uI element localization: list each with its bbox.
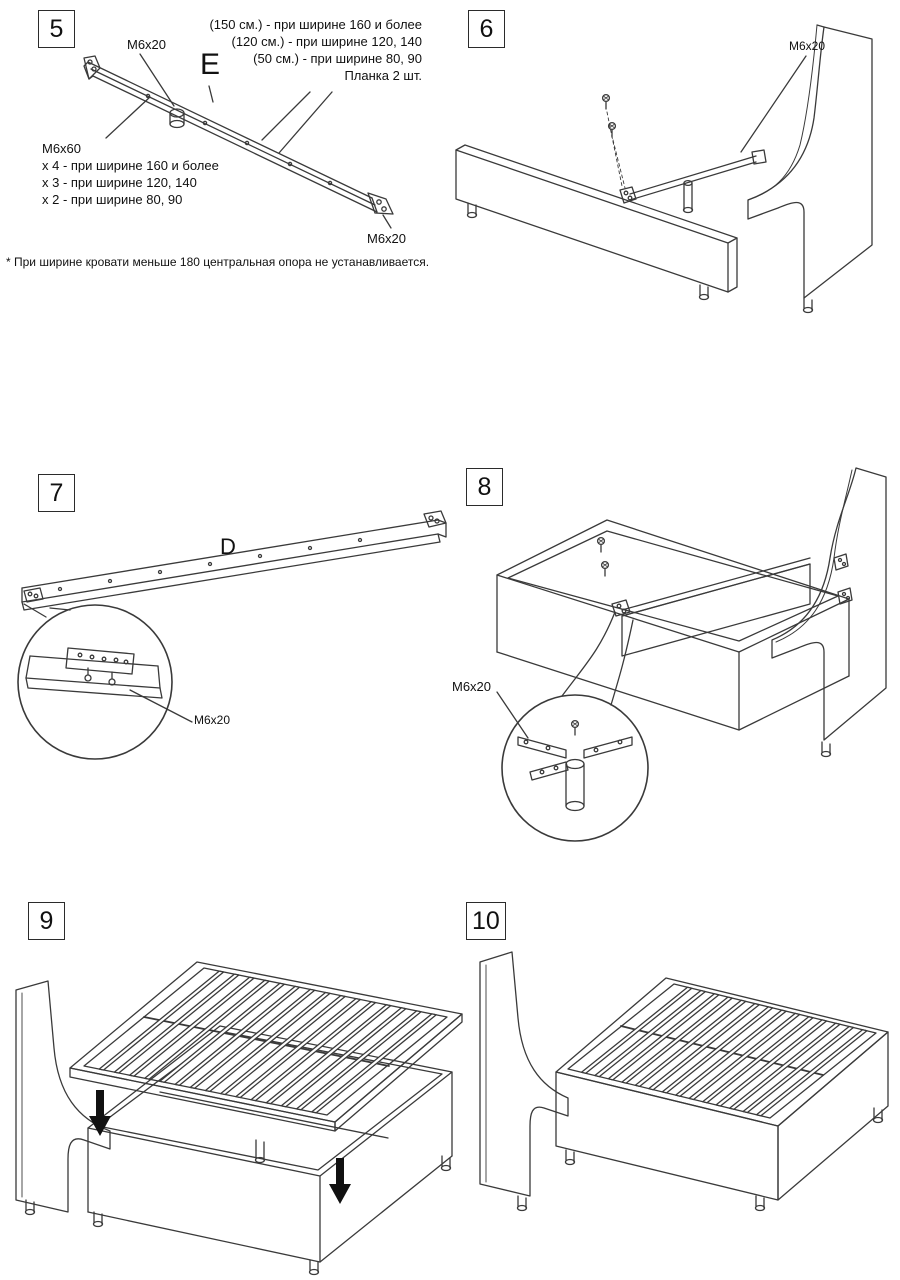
box-rim-inner — [507, 530, 839, 642]
bolt-qty-line: х 3 - при ширине 120, 140 — [42, 175, 197, 190]
plank-end-bracket-left — [83, 55, 101, 80]
center-rail-leg — [683, 182, 693, 211]
step-8-number: 8 — [466, 468, 503, 506]
leader-bolt-left — [105, 96, 151, 139]
step-10-number: 10 — [466, 902, 506, 940]
leader-bolt-top — [139, 53, 175, 107]
part-label-e: E — [200, 48, 221, 81]
step-7-number: 7 — [38, 474, 75, 512]
bolt-label-m6x20-top: M6x20 — [127, 37, 167, 52]
leader-part-e — [208, 85, 214, 103]
leader-bolt — [740, 55, 807, 153]
step-5-number: 5 — [38, 10, 75, 48]
down-arrow-icon — [329, 1158, 351, 1204]
bolt-label-m6x60: M6x60 — [42, 141, 82, 156]
headboard — [747, 26, 873, 299]
slats — [98, 970, 437, 1114]
corner-bracket-detail — [65, 647, 135, 675]
screw-icon — [570, 719, 580, 736]
support-arm — [583, 736, 633, 759]
center-rail-bracket — [619, 186, 637, 204]
step5-plank-drawing — [83, 53, 394, 229]
step-9-number: 9 — [28, 902, 65, 940]
leader-bolt-bottom — [382, 214, 392, 229]
bolt-label-m6x20: M6x20 — [194, 713, 231, 727]
leader-bolt — [496, 691, 529, 739]
bolt-qty-line: х 4 - при ширине 160 и более — [42, 158, 219, 173]
footnote: * При ширине кровати меньше 180 централь… — [6, 255, 430, 269]
bolt-qty-line: х 2 - при ширине 80, 90 — [42, 192, 183, 207]
bolt-qty-notes: M6x60 х 4 - при ширине 160 и более х 3 -… — [42, 140, 219, 208]
plank-end-bracket-right — [367, 192, 394, 215]
headboard — [15, 980, 111, 1213]
step9-drawing — [15, 961, 463, 1276]
support-arm — [517, 736, 567, 759]
headboard — [771, 467, 887, 741]
step8-frame-drawing — [496, 467, 887, 842]
plank-length-notes: (150 см.) - при ширине 160 и более (120 … — [150, 16, 422, 84]
screw-icon — [601, 93, 611, 110]
step6-frame-drawing — [455, 24, 873, 314]
part-label-d: D — [220, 534, 236, 559]
plank-note-line: Планка 2 шт. — [344, 68, 422, 83]
headboard — [479, 951, 569, 1197]
bolt-label-m6x20: M6x20 — [789, 39, 826, 53]
box-rim-outer — [496, 519, 850, 653]
slat-frame-inner — [83, 967, 448, 1116]
leader-bolt — [129, 689, 193, 723]
plank-note-line: (50 см.) - при ширине 80, 90 — [253, 51, 422, 66]
bolt-label-m6x20: M6x20 — [452, 679, 492, 694]
support-leg — [565, 763, 585, 807]
slats — [580, 986, 868, 1117]
detail-callout-circle — [17, 604, 173, 760]
bolt-label-m6x20-bottom: M6x20 — [367, 231, 407, 246]
detail-callout-circle — [501, 694, 649, 842]
box-center-leg — [255, 1139, 265, 1161]
leader-plank-notes — [261, 91, 333, 154]
down-arrow-icon — [89, 1090, 111, 1136]
plank-end-bracket-right — [423, 510, 447, 528]
plank-note-line: (150 см.) - при ширине 160 и более — [209, 17, 422, 32]
step10-drawing — [479, 951, 889, 1212]
plank-note-line: (120 см.) - при ширине 120, 140 — [231, 34, 422, 49]
center-divider — [621, 557, 811, 617]
screw-icon — [600, 560, 610, 577]
plank-end-bracket-left — [23, 587, 44, 603]
center-rail — [629, 155, 757, 201]
slat-frame-outer — [555, 977, 889, 1127]
support-arm — [529, 761, 569, 781]
step7-plank-drawing — [17, 510, 447, 760]
step-6-number: 6 — [468, 10, 505, 48]
screw-icon — [596, 536, 606, 553]
zoom-wedge — [561, 611, 616, 697]
